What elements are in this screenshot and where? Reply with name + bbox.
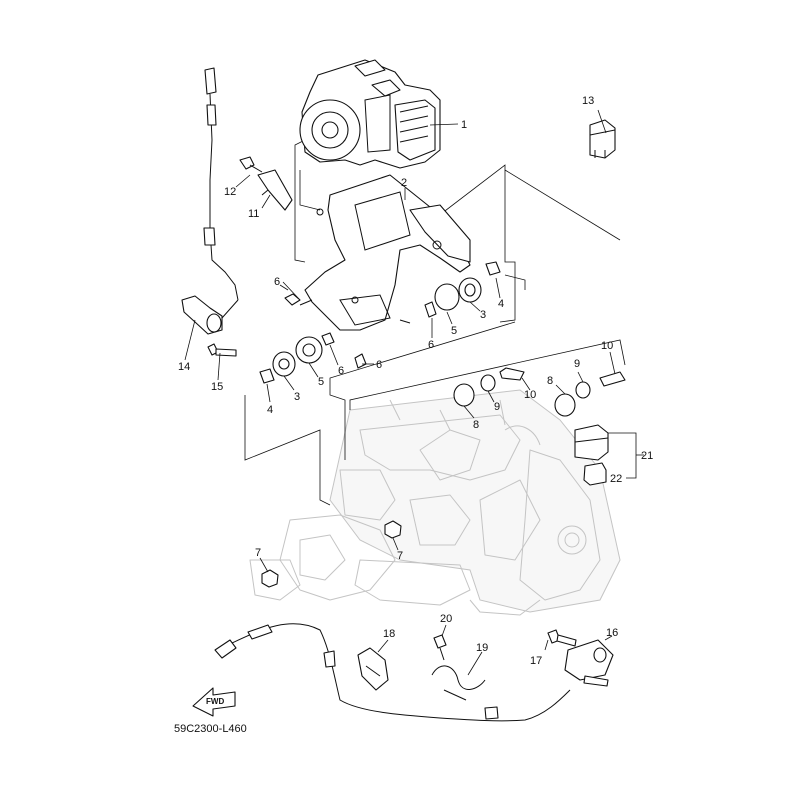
assembly-lines: [244, 139, 626, 506]
sensor-cable-upper: [203, 67, 239, 301]
callout-numbers: 1 2 3 3 4 4 5 5 6 6 6 6 7 7 8 8 9 9 10 1…: [178, 95, 653, 667]
abs-bracket: [299, 174, 471, 331]
callout-12: 12: [224, 186, 236, 198]
relay-part-21: [574, 424, 609, 461]
callout-13: 13: [582, 95, 594, 107]
relay-part-13: [589, 119, 616, 159]
callout-3-lower: 3: [294, 391, 300, 403]
callout-17: 17: [530, 655, 542, 667]
clip-part-19: [431, 665, 486, 701]
relay-cover-part-22: [583, 462, 607, 486]
callout-5-upper: 5: [451, 325, 457, 337]
bolt-part-17: [547, 629, 577, 647]
abs-hydraulic-unit: [299, 59, 441, 169]
callout-18: 18: [383, 628, 395, 640]
sensor-cable-lower: [214, 623, 571, 722]
fwd-arrow-icon: FWD: [192, 687, 236, 717]
callout-1: 1: [461, 119, 467, 131]
nuts-part-7: [261, 520, 402, 588]
callout-15: 15: [211, 381, 223, 393]
bolt-part-12: [239, 156, 263, 173]
callout-14: 14: [178, 361, 190, 373]
callout-21: 21: [641, 450, 653, 462]
bolt-part-15: [207, 343, 237, 357]
callout-20: 20: [440, 613, 452, 625]
callout-16: 16: [606, 627, 618, 639]
bolt-part-20: [433, 634, 447, 661]
callout-6-d: 6: [376, 359, 382, 371]
callout-22: 22: [610, 473, 622, 485]
diagram-code: 59C2300-L460: [174, 723, 247, 735]
callout-6-c: 6: [338, 365, 344, 377]
hardware-upper: [259, 261, 501, 384]
callout-8-left: 8: [473, 419, 479, 431]
callout-4-lower: 4: [267, 404, 273, 416]
callout-leaders: [184, 109, 644, 676]
callout-6-b: 6: [428, 339, 434, 351]
hardware-right: [453, 367, 626, 417]
sensor-part-11: [257, 169, 293, 211]
fwd-label: FWD: [206, 697, 224, 706]
frame-ghost: [249, 389, 621, 616]
clamp-part-18: [357, 647, 389, 691]
callout-5-lower: 5: [318, 376, 324, 388]
callout-11: 11: [248, 208, 259, 220]
callout-6-a: 6: [274, 276, 280, 288]
callout-7-left: 7: [255, 547, 261, 559]
rear-wheel-sensor-16: [564, 639, 614, 687]
callout-8-right: 8: [547, 375, 553, 387]
callout-2: 2: [401, 177, 407, 189]
callout-10-left: 10: [524, 389, 536, 401]
callout-3-upper: 3: [480, 309, 486, 321]
callout-7-right: 7: [397, 550, 403, 562]
callout-10-right: 10: [601, 340, 613, 352]
callout-4-upper: 4: [498, 298, 504, 310]
callout-9-right: 9: [574, 358, 580, 370]
callout-19: 19: [476, 642, 488, 654]
wheel-speed-sensor-14: [181, 295, 239, 335]
callout-9-left: 9: [494, 401, 500, 413]
